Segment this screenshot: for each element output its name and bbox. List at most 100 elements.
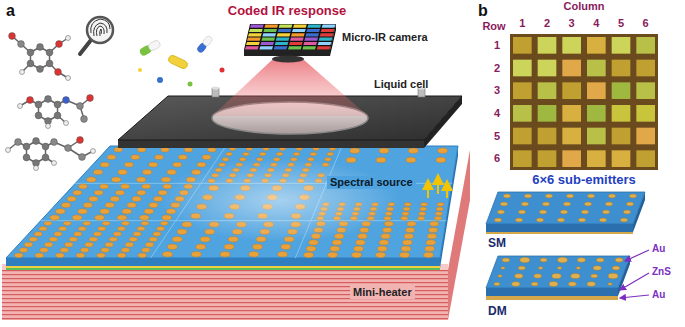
emitter-dot [428, 227, 437, 232]
emitter-dot [252, 244, 262, 250]
molecule-atom [46, 124, 51, 129]
molecule-atom [77, 137, 84, 144]
au-disk [596, 258, 604, 262]
au-disk [549, 282, 558, 287]
plate-layer [6, 268, 440, 270]
sub-emitter [636, 37, 655, 54]
au-disk [520, 257, 530, 263]
emitter-dot [407, 221, 416, 226]
molecule-atom [42, 154, 49, 161]
emitter-dot [381, 234, 390, 239]
emitter-dot [133, 232, 141, 236]
sensor-pixel [261, 38, 275, 41]
emitter-dot [306, 246, 316, 251]
emitter-dot [226, 152, 233, 156]
emitter-dot [153, 232, 161, 236]
au-disk [626, 202, 633, 206]
fingerprint [96, 26, 104, 36]
au-disk [608, 283, 613, 285]
emitter-dot [63, 221, 71, 225]
au-disk [615, 258, 623, 262]
structure-label: SM [488, 236, 506, 250]
emitter-dot [94, 232, 102, 236]
emitter-dot [61, 203, 70, 208]
au-disks [494, 257, 623, 286]
emitter-dot [137, 147, 145, 152]
emitter-dot [87, 177, 96, 182]
layer-label: ZnS [652, 266, 671, 278]
emitter-dot [85, 242, 93, 247]
emitter-dot [202, 155, 211, 160]
au-disk [602, 210, 609, 214]
emitter-dot [437, 202, 444, 206]
emitter-dot [327, 152, 334, 156]
pill [167, 54, 189, 70]
cell-fitting [212, 87, 219, 90]
emitter-dot [358, 234, 367, 239]
emitter-dot [110, 196, 119, 201]
row-number: 6 [494, 152, 500, 165]
emitter-dot [224, 244, 234, 250]
sub-emitter [538, 60, 557, 77]
emitter-dot [222, 157, 229, 161]
row-number: 3 [494, 84, 500, 97]
au-disk [494, 218, 501, 222]
pill-half [147, 39, 161, 52]
sub-emitter [538, 150, 557, 167]
au-disk [518, 210, 525, 214]
slab-front [486, 224, 633, 232]
emitter-dot [420, 207, 427, 211]
molecule-atom [52, 161, 57, 166]
emitter-dot [105, 242, 113, 247]
sub-emitter [538, 82, 557, 99]
sensor-pixel [317, 46, 331, 49]
emitter-dot [124, 162, 133, 167]
au-disk [557, 218, 564, 222]
structure-label: DM [488, 304, 507, 318]
emitter-dot [65, 242, 73, 247]
emitter-dot [278, 252, 288, 258]
au-disk [581, 210, 588, 214]
au-disk [515, 274, 523, 279]
molecule-atom [37, 66, 44, 73]
part-label: Spectral source [327, 176, 416, 189]
sub-emitter [562, 37, 581, 54]
emitter-dot [161, 177, 170, 182]
emitter-dot [136, 177, 145, 182]
sub-emitter [612, 105, 631, 122]
magnifier-handle [80, 40, 91, 54]
emitter-dot [197, 162, 206, 167]
sub-emitter [587, 37, 606, 54]
layer-label: Au [652, 289, 665, 301]
molecules [6, 33, 96, 171]
emitter-dot [167, 244, 177, 250]
molecule-atom [9, 33, 16, 40]
light-spot [160, 158, 400, 242]
axis-label: Column [564, 0, 605, 13]
emitter-dot [200, 237, 210, 243]
au-disk [563, 202, 570, 206]
sensor-pixel [293, 25, 307, 28]
sensor-pixel [249, 29, 263, 32]
camera-sensor [244, 24, 336, 50]
sensor-pixel [318, 42, 332, 45]
leader-arrow [620, 273, 649, 290]
molecule-atom [23, 143, 30, 150]
molecule-atom [81, 116, 88, 123]
sensor-pixel [274, 46, 288, 49]
emitter-dot [403, 207, 410, 211]
emitter-dot [100, 209, 110, 214]
emitter-dot [350, 148, 360, 154]
sensor-pixel [250, 25, 264, 28]
sub-emitter [636, 105, 655, 122]
emitter-dot [117, 253, 126, 258]
emitter-dot [208, 147, 216, 152]
sensor-pixel [289, 42, 303, 45]
au-disk [497, 210, 504, 214]
molecule-atom [45, 96, 52, 103]
emitter-dot [74, 232, 82, 236]
sub-emitter [587, 60, 606, 77]
emitter-dot [59, 226, 67, 230]
au-disk [566, 194, 573, 198]
emitter-dot [114, 147, 122, 152]
